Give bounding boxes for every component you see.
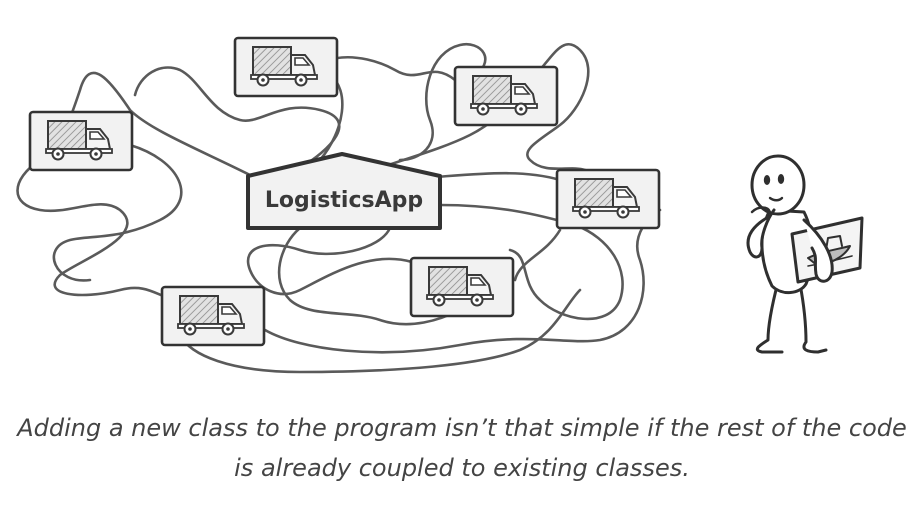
dependency-lines — [16, 42, 662, 374]
caption-line-1: Adding a new class to the program isn’t … — [17, 414, 907, 442]
truck-box-bottom-left — [160, 285, 266, 347]
truck-box-bottom-center — [409, 256, 515, 318]
logisticsapp-label: LogisticsApp — [265, 188, 423, 213]
truck-box-top — [233, 36, 339, 98]
caption-line-2: is already coupled to existing classes. — [234, 454, 690, 482]
figure-caption: Adding a new class to the program isn’t … — [0, 408, 924, 488]
thinking-stick-figure-icon — [746, 154, 864, 354]
logisticsapp-box: LogisticsApp — [246, 152, 442, 230]
coupling-illustration: LogisticsApp — [16, 36, 864, 374]
truck-box-left — [28, 110, 134, 172]
truck-box-top-right — [453, 65, 559, 127]
truck-box-right — [555, 168, 661, 230]
